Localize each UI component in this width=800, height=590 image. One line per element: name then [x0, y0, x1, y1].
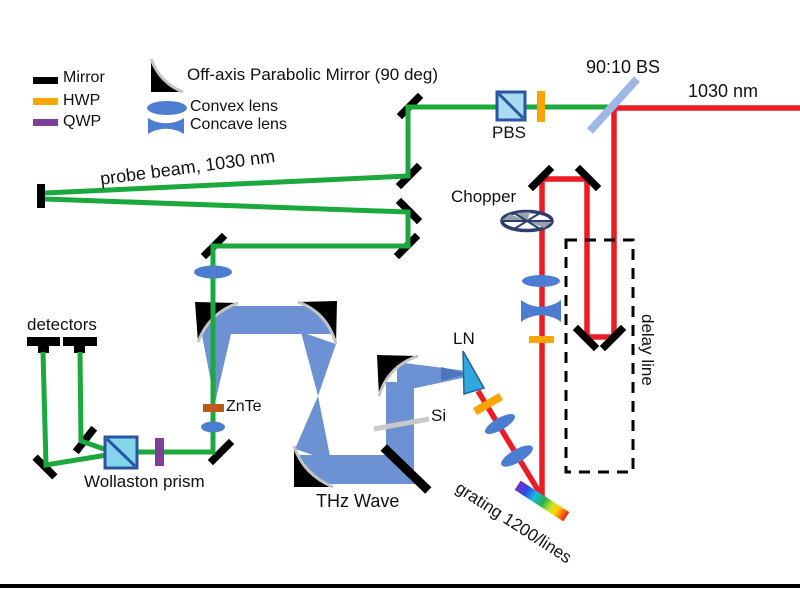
beam-splitter-90-10: [587, 76, 640, 134]
qwp-probe-line: [155, 438, 164, 466]
mirror-znte-fold: [207, 438, 235, 466]
probe-beam: [40, 104, 612, 468]
probe-beam-det2: [77, 351, 108, 453]
convex-lens-icon: [147, 101, 187, 115]
legend-label-concave: Concave lens: [190, 116, 287, 133]
concave-lens-pump: [521, 300, 561, 322]
mirror-thz-flat: [380, 444, 432, 494]
thz-beam-bottom-band: [299, 455, 420, 484]
detector-1-stem: [38, 346, 49, 353]
hwp-ln-line: [473, 393, 503, 415]
delay-line-label: delay line: [638, 314, 657, 386]
diffraction-grating: [514, 480, 570, 522]
parabolic-mirrors: [195, 300, 419, 489]
oap-arc-top-right: [297, 300, 338, 345]
si-wafer: [373, 416, 430, 432]
convex-lens-ln-2: [501, 445, 533, 467]
probe-beam-det1: [40, 351, 108, 468]
legend-label-hwp: HWP: [63, 92, 101, 109]
mirror-far-left: [37, 184, 45, 208]
thz-wave-label: THz Wave: [316, 491, 400, 511]
legend-label-convex: Convex lens: [190, 98, 279, 115]
detector-2: [63, 337, 97, 346]
detector-2-stem: [74, 346, 85, 353]
oap-mirror-top-left: [195, 302, 238, 342]
detector-1: [27, 337, 60, 346]
chopper-label: Chopper: [451, 187, 517, 206]
ln-prism: [462, 350, 486, 396]
mirror-delay-bl: [572, 324, 600, 352]
hwp-swatch: [33, 98, 58, 105]
pbs-label: PBS: [492, 123, 527, 142]
legend-label-oap: Off-axis Parabolic Mirror (90 deg): [187, 65, 438, 84]
oap-mirror-right: [377, 355, 418, 396]
bs-label: 90:10 BS: [586, 57, 661, 77]
optics: [103, 76, 640, 522]
wollaston-label: Wollaston prism: [84, 472, 205, 491]
ln-label: LN: [453, 329, 475, 348]
detectors-label: detectors: [27, 315, 97, 334]
mirror-delay-br: [599, 324, 627, 352]
oap-mirror-icon: [151, 59, 183, 92]
hwp-pump-line: [529, 336, 554, 343]
mirrors: [32, 92, 627, 494]
delay-line-box: [564, 238, 635, 474]
thz-beam-ln-dark: [441, 367, 467, 381]
legend-label-mirror: Mirror: [63, 69, 105, 86]
znte-crystal: [203, 404, 224, 412]
pbs-diagonal: [497, 92, 525, 120]
mirror-delay-tr: [574, 164, 602, 192]
oap-arc-right: [377, 354, 419, 397]
wollaston-diagonal: [105, 437, 137, 468]
thz-beam-cone-upper: [301, 332, 336, 396]
convex-lens-pump: [522, 275, 560, 287]
bottom-rule: [0, 584, 800, 588]
oap-arc-bottom-left: [292, 445, 334, 489]
wavelength-label: 1030 nm: [688, 81, 759, 101]
hwp-pbs-line: [537, 91, 545, 122]
chopper-wheel: [500, 209, 554, 233]
si-label: Si: [431, 406, 447, 425]
legend-icons: [33, 58, 187, 134]
znte-label: ZnTe: [226, 398, 262, 415]
thz-beam-focus-cone-znte: [201, 330, 231, 403]
concave-lens-icon: [148, 118, 184, 134]
detectors-group: [27, 337, 97, 353]
convex-lens-znte: [201, 421, 225, 433]
convex-lens-probe: [194, 265, 232, 279]
thz-beam-cone-lower: [295, 396, 331, 461]
oap-icon-arc: [149, 58, 184, 94]
oap-mirror-top-right: [298, 301, 337, 344]
convex-lens-ln-1: [484, 414, 516, 434]
qwp-swatch: [33, 119, 58, 126]
mirror-delay-tl: [527, 164, 555, 192]
mirror-swatch: [33, 77, 58, 84]
thz-beam-ln-feed: [397, 362, 467, 392]
probe-beam-seg2: [44, 196, 411, 455]
oap-mirror-bottom-left: [294, 446, 333, 487]
pump-beam-grating-to-ln: [475, 389, 547, 502]
legend-label-qwp: QWP: [63, 113, 102, 130]
